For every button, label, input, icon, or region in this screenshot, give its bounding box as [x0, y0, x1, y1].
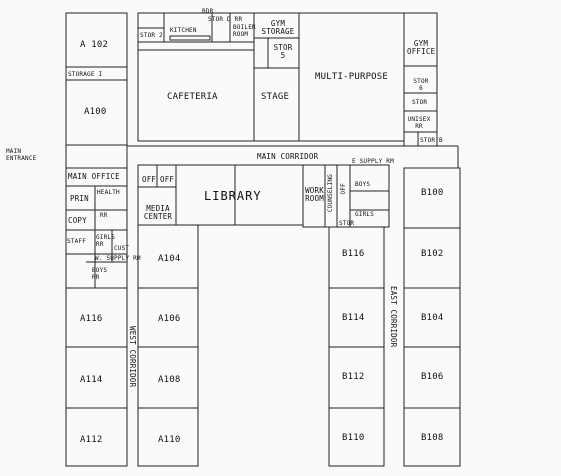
- room-kitchen: KITCHEN: [170, 27, 197, 34]
- room-stor6: STOR 6: [413, 78, 429, 92]
- room-b104: B104: [421, 313, 444, 323]
- room-stor2: STOR 2: [140, 32, 163, 39]
- room-stor-b: STOR B: [420, 137, 443, 144]
- room-b102: B102: [421, 249, 444, 259]
- wall-a-southwest-block: [65, 287, 128, 467]
- room-work-room: WORK ROOM: [305, 186, 324, 203]
- room-stor5: STOR 5: [273, 43, 293, 60]
- room-girls-e: GIRLS: [355, 211, 375, 218]
- room-bdr: BDR: [202, 8, 214, 15]
- room-off1: OFF: [142, 175, 157, 184]
- room-stor: STOR: [412, 99, 428, 106]
- wall-a-southeast-block: [137, 224, 199, 467]
- room-off2: OFF: [160, 175, 175, 184]
- room-media-center: MEDIA CENTER: [143, 204, 173, 221]
- room-a114: A114: [80, 375, 103, 385]
- room-copy: COPY: [68, 216, 87, 225]
- room-multi-purpose: MULTI-PURPOSE: [315, 72, 389, 82]
- label-main-entrance: MAIN ENTRANCE: [6, 148, 37, 162]
- room-rr: RR: [100, 212, 108, 219]
- room-b100: B100: [421, 188, 444, 198]
- room-b106: B106: [421, 372, 444, 382]
- room-a108: A108: [158, 375, 181, 385]
- room-b116: B116: [342, 249, 365, 259]
- room-boys-rr: BOYS RR: [92, 267, 108, 281]
- room-e-supply: E SUPPLY RM: [352, 158, 394, 165]
- room-a106: A106: [158, 314, 181, 324]
- room-w-supply: W. SUPPLY RM: [95, 255, 141, 262]
- room-a110: A110: [158, 435, 181, 445]
- room-stage: STAGE: [261, 92, 290, 102]
- room-a102: A 102: [80, 40, 109, 50]
- room-a112: A112: [80, 435, 103, 445]
- room-health: HEALTH: [97, 189, 120, 196]
- room-boiler: BOILER ROOM: [233, 24, 256, 38]
- room-main-office: MAIN OFFICE: [68, 172, 120, 181]
- room-storage1: STORAGE I: [68, 71, 103, 78]
- room-couns-off: OFF: [340, 183, 347, 195]
- room-cafeteria: CAFETERIA: [167, 92, 218, 102]
- room-b108: B108: [421, 433, 444, 443]
- label-east-corridor: EAST CORRIDOR: [389, 286, 398, 348]
- room-b112: B112: [342, 372, 365, 382]
- room-staff: STAFF: [67, 238, 87, 245]
- label-main-corridor: MAIN CORRIDOR: [257, 152, 319, 161]
- room-boys-e: BOYS: [355, 181, 371, 188]
- wall-b-east-block: [403, 167, 461, 467]
- label-west-corridor: WEST CORRIDOR: [128, 326, 137, 388]
- room-cust: CUST: [114, 245, 130, 252]
- room-a104: A104: [158, 254, 181, 264]
- room-gym-storage: GYM STORAGE: [261, 19, 295, 36]
- room-counseling: COUNSELING: [327, 174, 334, 213]
- room-stor-e: STOR: [339, 220, 355, 227]
- room-unisex-rr: UNISEX RR: [407, 116, 431, 130]
- room-gym-office: GYM OFFICE: [407, 39, 436, 56]
- room-a100: A100: [84, 107, 107, 117]
- room-prin: PRIN: [70, 194, 89, 203]
- room-library: LIBRARY: [204, 189, 262, 203]
- room-b114: B114: [342, 313, 365, 323]
- room-girls-rr: GIRLS RR: [96, 234, 116, 248]
- room-a116: A116: [80, 314, 103, 324]
- room-stor-d-rr: STOR D RR: [208, 16, 243, 23]
- room-b110: B110: [342, 433, 365, 443]
